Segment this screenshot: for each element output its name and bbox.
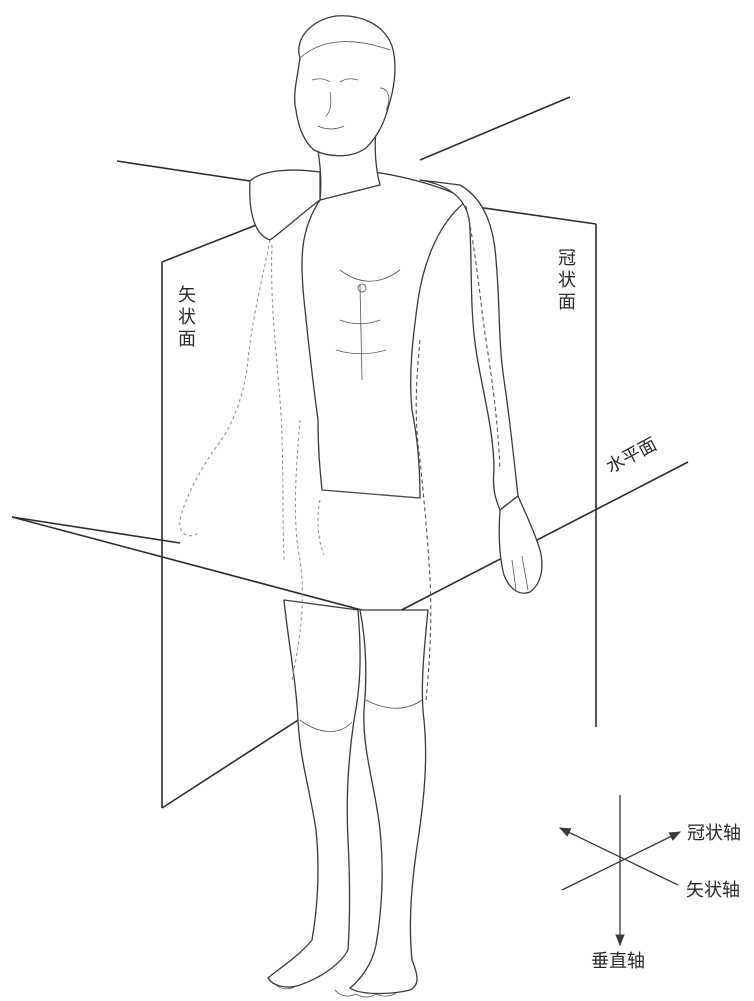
human-figure — [250, 16, 542, 997]
right-leg — [268, 600, 360, 987]
axes-indicator — [560, 795, 680, 945]
torso — [302, 170, 468, 498]
head — [295, 16, 395, 156]
sagittal-axis-line — [560, 828, 678, 885]
sagittal-axis-label: 矢状轴 — [686, 880, 740, 902]
sagittal-plane-label: 矢 状 面 — [176, 285, 198, 351]
coronal-plane-label: 冠 状 面 — [556, 248, 578, 314]
coronal-axis-line — [562, 832, 680, 890]
left-hand — [499, 496, 542, 593]
coronal-axis-label: 冠状轴 — [687, 823, 741, 845]
left-leg — [350, 610, 428, 994]
vertical-axis-label: 垂直轴 — [591, 951, 645, 973]
